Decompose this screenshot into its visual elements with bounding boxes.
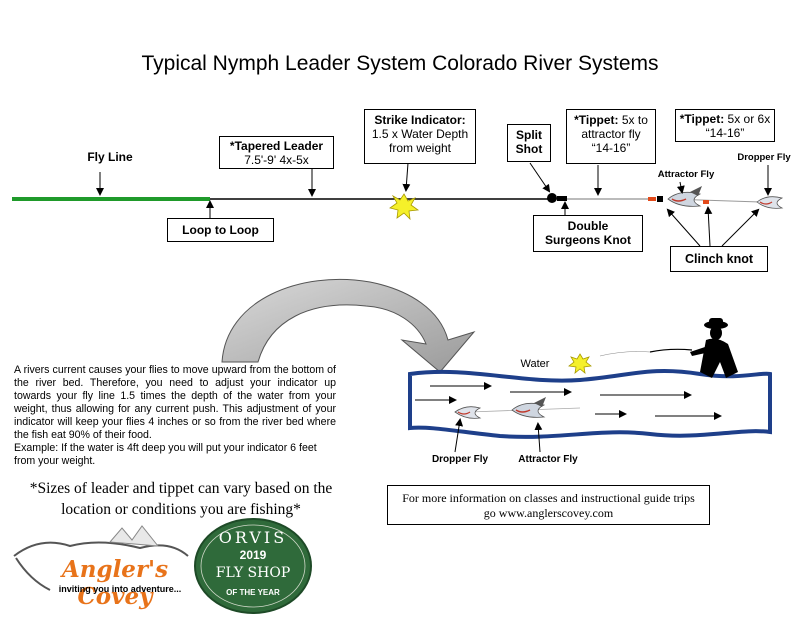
- double-surgeons-box: Double Surgeons Knot: [533, 215, 643, 252]
- clinch-knot-label: Clinch knot: [684, 252, 754, 266]
- fisherman-icon: [690, 318, 738, 378]
- explanation-paragraph: A rivers current causes your flies to mo…: [14, 364, 336, 468]
- page-title: Typical Nymph Leader System Colorado Riv…: [141, 52, 659, 75]
- dropper-fly-label: Dropper Fly: [737, 152, 791, 163]
- explanation-text: A rivers current causes your flies to mo…: [14, 364, 336, 441]
- info-box: For more information on classes and inst…: [387, 485, 710, 525]
- tapered-leader-title: *Tapered Leader: [229, 139, 324, 153]
- strike-indicator-icon: [389, 193, 420, 221]
- tippet1-text-b: attractor fly: [581, 127, 641, 141]
- dropper-fly-icon: [756, 196, 784, 209]
- loop-to-loop-label: Loop to Loop: [182, 223, 259, 237]
- attractor-fly-lower-icon: [511, 397, 546, 418]
- tippet2-text-b: “14-16”: [705, 126, 745, 140]
- split-shot-line1: Split: [516, 128, 542, 142]
- example-text: Example: If the water is 4ft deep you wi…: [14, 442, 317, 467]
- orvis-badge: [194, 518, 312, 614]
- tapered-leader-box: *Tapered Leader 7.5'-9' 4x-5x: [219, 136, 334, 169]
- dropper-fly-lower-icon: [454, 406, 482, 419]
- anglers-covey-name: Angler's Covey: [61, 556, 169, 610]
- fishing-rod: [649, 348, 693, 353]
- orvis-year: 2019: [239, 548, 267, 562]
- info-line1: For more information on classes and inst…: [402, 491, 695, 505]
- double-surgeons-line1: Double: [567, 219, 609, 233]
- tapered-leader-size: 7.5'-9' 4x-5x: [244, 153, 309, 167]
- water-indicator-icon: [568, 353, 592, 374]
- split-shot-line2: Shot: [515, 142, 543, 156]
- strike-indicator-text: 1.5 x Water Depth from weight: [371, 127, 469, 155]
- clinch-knot-box: Clinch knot: [670, 246, 768, 272]
- tippet1-title: *Tippet:: [574, 113, 619, 127]
- tippet2-title: *Tippet:: [679, 112, 725, 126]
- tippet1-text-c: “14-16”: [591, 141, 631, 155]
- strike-indicator-title: Strike Indicator:: [374, 113, 466, 127]
- fly-line-label: Fly Line: [87, 150, 133, 164]
- double-surgeons-line2: Surgeons Knot: [545, 233, 631, 247]
- attractor-fly-lower-label: Attractor Fly: [518, 454, 578, 465]
- tippet-knot-black: [657, 196, 663, 202]
- dropper-fly-lower-label: Dropper Fly: [431, 454, 489, 465]
- river-band: [408, 369, 772, 439]
- sizes-note: *Sizes of leader and tippet can vary bas…: [29, 480, 333, 518]
- tippet2-box: *Tippet: 5x or 6x “14-16”: [675, 109, 775, 142]
- split-shot-box: Split Shot: [507, 124, 551, 162]
- tippet-knot-red: [648, 197, 656, 201]
- split-shot-icon: [547, 193, 557, 203]
- tippet1-text-a: 5x to: [618, 113, 648, 127]
- tippet2-text-a: 5x or 6x: [724, 112, 771, 126]
- clinch-knot-red: [703, 200, 709, 204]
- anglers-covey-tagline: inviting you into adventure...: [58, 584, 182, 594]
- water-label: Water: [520, 358, 550, 370]
- attractor-fly-label: Attractor Fly: [657, 169, 715, 180]
- anglers-covey-logo: [13, 525, 189, 591]
- strike-indicator-box: Strike Indicator: 1.5 x Water Depth from…: [364, 109, 476, 164]
- info-line2[interactable]: go www.anglerscovey.com: [483, 506, 614, 520]
- tippet1-box: *Tippet: 5x to attractor fly “14-16”: [566, 109, 656, 164]
- orvis-year-sub: OF THE YEAR: [226, 588, 280, 597]
- orvis-fly-shop: FLY SHOP: [215, 565, 291, 581]
- attractor-fly-icon: [667, 186, 702, 207]
- curved-arrow-icon: [221, 278, 476, 373]
- loop-to-loop-box: Loop to Loop: [167, 218, 274, 242]
- orvis-name: ORVIS: [218, 528, 288, 547]
